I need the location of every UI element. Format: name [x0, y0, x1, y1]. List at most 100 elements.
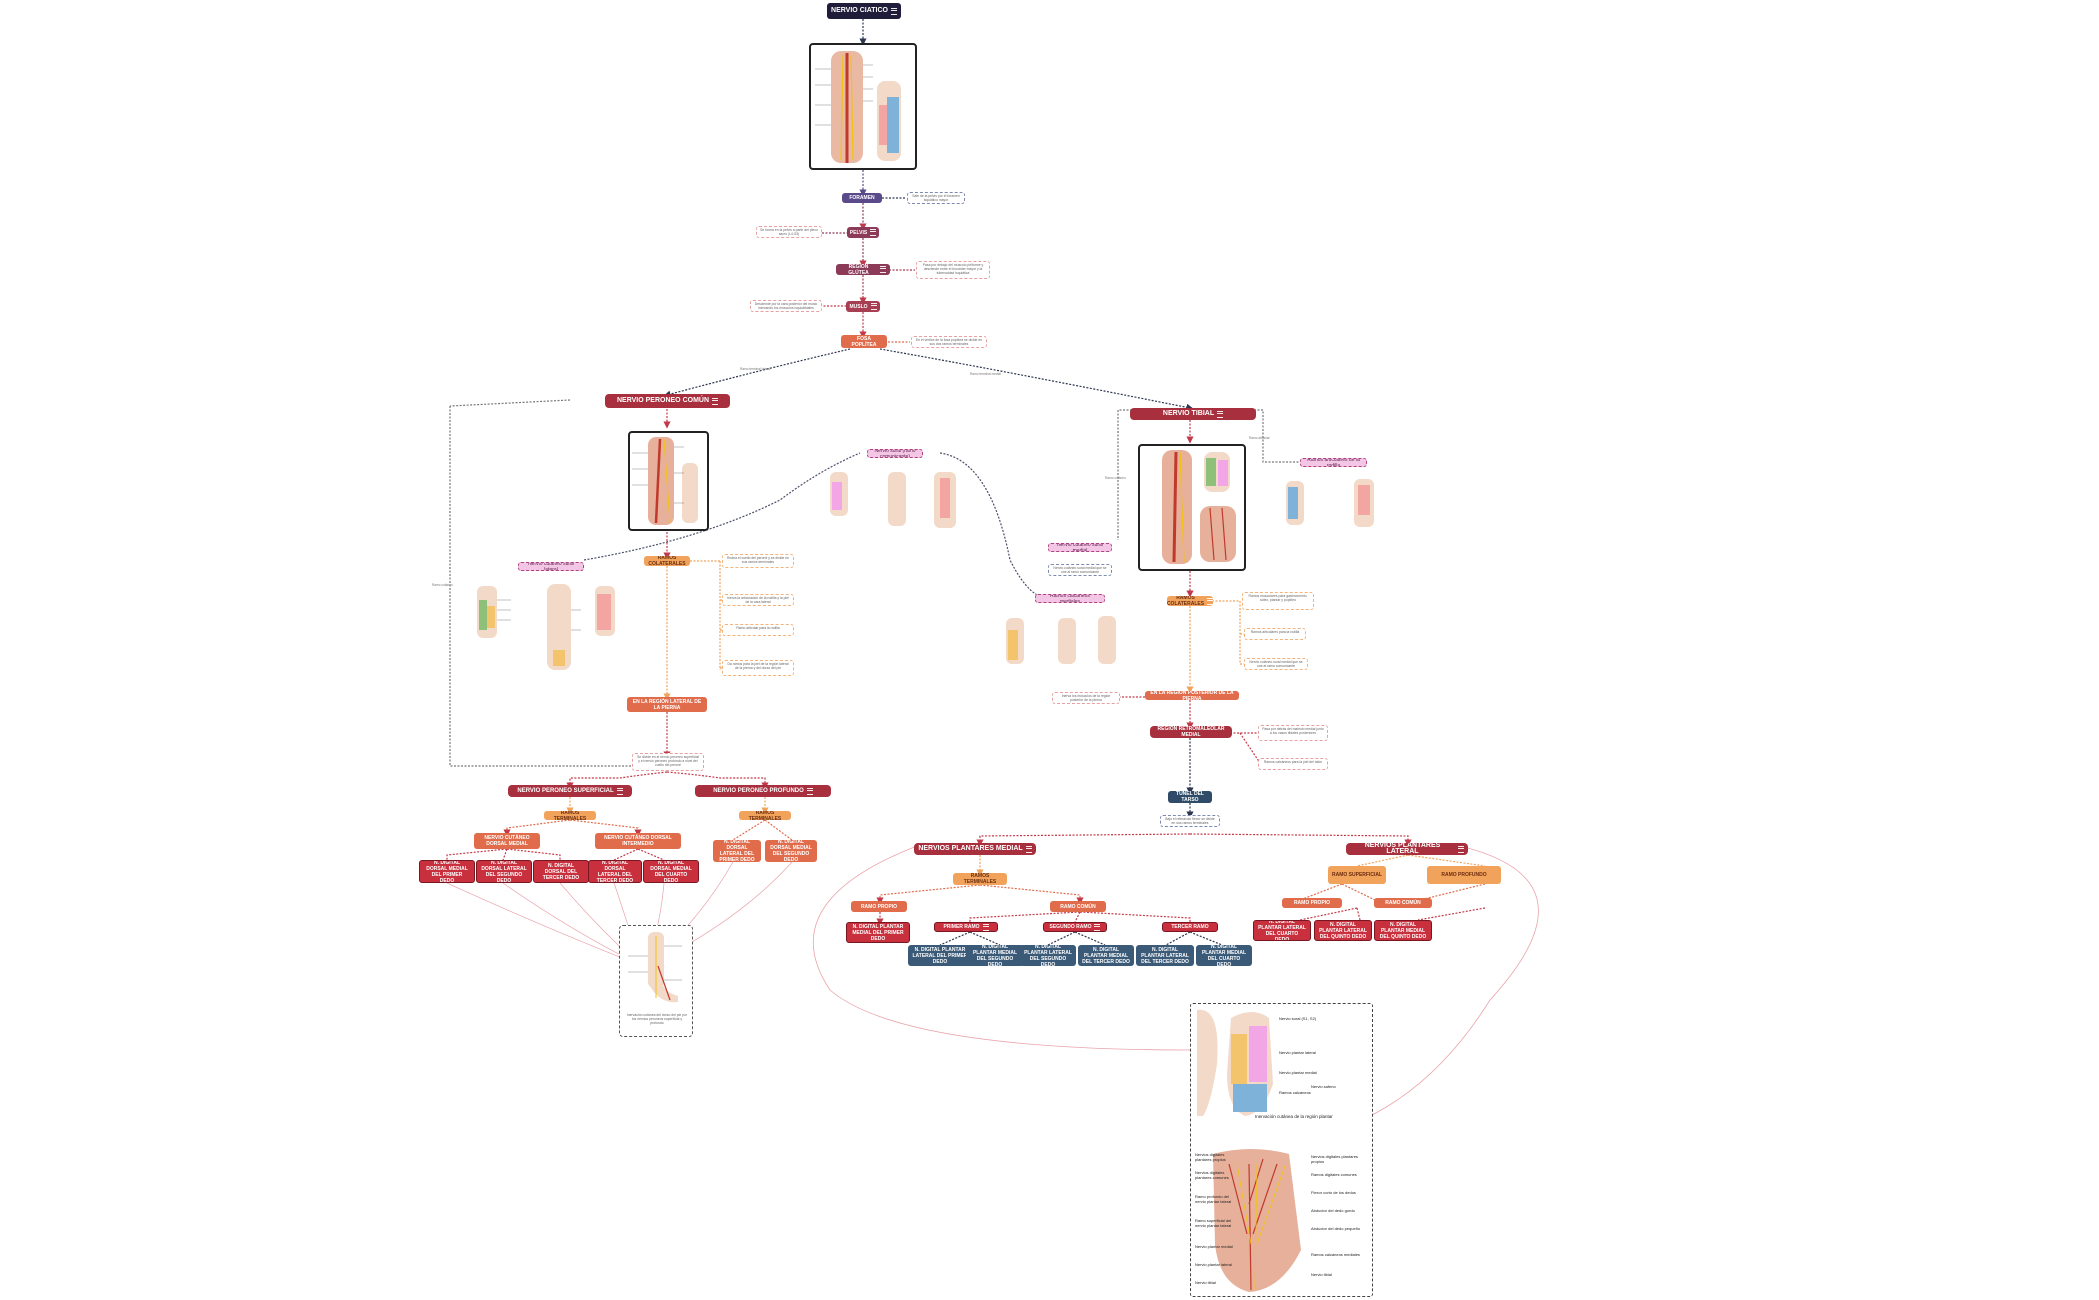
plantar-label-top-4: Ramos calcáneos [1279, 1090, 1311, 1095]
medial-dorsal-label: NERVIO CUTÁNEO DORSAL MEDIAL [484, 835, 530, 847]
first-common-node[interactable]: PRIMER RAMO [934, 922, 998, 932]
tb-note-3: Nervio cutáneo sural medial que se une a… [1244, 658, 1308, 670]
plantar-medial-label: NERVIOS PLANTARES MEDIAL [918, 845, 1023, 852]
pm-terminal-node[interactable]: RAMOS TERMINALES [953, 873, 1007, 885]
plantar-label-right-2: Ramos digitales comunes [1311, 1172, 1357, 1177]
deep-peroneal-node[interactable]: NERVIO PERONEO PROFUNDO [695, 785, 831, 797]
tibial-anatomy-image [1138, 444, 1246, 571]
pm-common-label: RAMO COMÚN [1060, 903, 1096, 910]
medial-dorsal-node[interactable]: NERVIO CUTÁNEO DORSAL MEDIAL [474, 833, 540, 849]
pl-superficial-node[interactable]: RAMO SUPERFICIAL [1328, 866, 1386, 884]
cp-note-4: Da ramos para la piel de la región later… [722, 660, 794, 676]
tb-collateral-label: RAMOS COLATERALES [1167, 596, 1205, 606]
cp-lateral-region-node[interactable]: EN LA REGIÓN LATERAL DE LA PIERNA [627, 697, 707, 712]
plantar-digital-label: N. DIGITAL PLANTAR LATERAL DEL TERCER DE… [1141, 946, 1189, 965]
pelvis-node[interactable]: PELVIS [847, 227, 879, 238]
cp-lateral-region-label: EN LA REGIÓN LATERAL DE LA PIERNA [632, 698, 702, 711]
pm-digital-6[interactable]: N. DIGITAL PLANTAR MEDIAL DEL CUARTO DED… [1196, 945, 1252, 966]
third-common-label: TERCER RAMO [1171, 924, 1209, 930]
common-peroneal-label: NERVIO PERONEO COMÚN [616, 397, 710, 404]
tb-posterior-region-node[interactable]: EN LA REGIÓN POSTERIOR DE LA PIERNA [1145, 691, 1239, 700]
dorsal-digital-label: N. DIGITAL DORSAL LATERAL DEL TERCER DED… [596, 860, 634, 883]
root-node-sciatic[interactable]: NERVIO CIATICO [827, 3, 901, 19]
deep-digital-2[interactable]: N. DIGITAL DORSAL MEDIAL DEL SEGUNDO DED… [765, 840, 817, 862]
deep-terminal-node[interactable]: RAMOS TERMINALES [739, 811, 791, 820]
cp-cutaneous-label: Nervio cutáneo sural lateral [528, 562, 574, 571]
tb-right-figure [1282, 475, 1382, 531]
retromaleolar-label: REGIÓN RETROMALEOLAR MEDIAL [1157, 726, 1225, 738]
edge-label-right: Ramo terminal medial [970, 372, 1002, 376]
deep-digital-1[interactable]: N. DIGITAL DORSAL LATERAL DEL PRIMER DED… [713, 840, 761, 862]
common-peroneal-node[interactable]: NERVIO PERONEO COMÚN [605, 394, 730, 408]
pl-digital-3[interactable]: N. DIGITAL PLANTAR MEDIAL DEL QUINTO DED… [1374, 920, 1432, 941]
note-icon [1217, 410, 1224, 418]
cp-note-2: Inerva la articulación de la rodilla y l… [722, 594, 794, 606]
plantar-lateral-node[interactable]: NERVIOS PLANTARES LATERAL [1346, 843, 1468, 855]
popliteal-label: FOSA POPLÍTEA [851, 335, 877, 348]
dorsal-digital-5[interactable]: N. DIGITAL DORSAL MEDIAL DEL CUARTO DEDO [643, 860, 699, 883]
pl-common-node[interactable]: RAMO COMÚN [1374, 898, 1432, 908]
pelvis-note: Se forma en la pelvis a partir del plexo… [756, 226, 822, 238]
tb-sural-pink-node[interactable]: Nervio cutáneo sural medial [1048, 543, 1112, 552]
cp-collateral-node[interactable]: RAMOS COLATERALES [644, 556, 690, 566]
dorsal-digital-label: N. DIGITAL DORSAL MEDIAL DEL CUARTO DEDO [650, 860, 692, 883]
pm-digital-4[interactable]: N. DIGITAL PLANTAR MEDIAL DEL TERCER DED… [1078, 945, 1134, 966]
tb-sural-label: Nervio cutáneo sural medial [1057, 543, 1103, 552]
tb-calcaneal-pink-node[interactable]: Ramos calcáneos mediales [1035, 594, 1105, 603]
tarsal-tunnel-node[interactable]: TÚNEL DEL TARSO [1168, 791, 1212, 803]
note-icon [870, 303, 877, 310]
third-common-node[interactable]: TERCER RAMO [1162, 922, 1218, 932]
gluteus-node[interactable]: REGIÓN GLÚTEA [836, 264, 890, 275]
pl-common-label: RAMO COMÚN [1385, 900, 1421, 906]
pl-proper-node[interactable]: RAMO PROPIO [1282, 898, 1342, 908]
plantar-illustration [1197, 1009, 1301, 1292]
note-icon [870, 229, 877, 236]
dorsal-digital-label: N. DIGITAL DORSAL LATERAL DEL SEGUNDO DE… [481, 860, 527, 883]
dorsal-digital-2[interactable]: N. DIGITAL DORSAL LATERAL DEL SEGUNDO DE… [476, 860, 532, 883]
tibial-illustration [1162, 450, 1236, 564]
plantar-medial-node[interactable]: NERVIOS PLANTARES MEDIAL [914, 843, 1036, 855]
pm-digital-2[interactable]: N. DIGITAL PLANTAR MEDIAL DEL SEGUNDO DE… [966, 945, 1024, 966]
second-common-node[interactable]: SEGUNDO RAMO [1043, 922, 1107, 932]
common-peroneal-image [628, 431, 709, 531]
thigh-label: MUSLO [849, 303, 868, 310]
retromaleolar-node[interactable]: REGIÓN RETROMALEOLAR MEDIAL [1150, 726, 1232, 738]
plantar-label-right-7: Nervio tibial [1311, 1272, 1332, 1277]
superficial-peroneal-node[interactable]: NERVIO PERONEO SUPERFICIAL [508, 785, 632, 797]
tb-left-note: Inerva los músculos de la región posteri… [1052, 692, 1120, 704]
sup-terminal-node[interactable]: RAMOS TERMINALES [544, 811, 596, 820]
pm-digital-proper[interactable]: N. DIGITAL PLANTAR MEDIAL DEL PRIMER DED… [846, 922, 910, 943]
thigh-node[interactable]: MUSLO [846, 301, 880, 312]
foramen-note: Sale de la pelvis por el foramen isquiát… [907, 192, 965, 204]
cp-cutaneous-pink-node[interactable]: Nervio cutáneo sural lateral [518, 562, 584, 571]
dorsal-digital-4[interactable]: N. DIGITAL DORSAL LATERAL DEL TERCER DED… [588, 860, 642, 883]
edge-popliteal-tb [879, 348, 1194, 411]
foramen-node[interactable]: FORAMEN [842, 193, 882, 203]
tb-right-pink-node[interactable]: Ramos articulares de la rodilla [1300, 458, 1367, 467]
dorsal-digital-3[interactable]: N. DIGITAL DORSAL DEL TERCER DEDO [533, 860, 589, 883]
tb-calcaneal-label: Ramos calcáneos mediales [1050, 594, 1090, 603]
plantar-label-left-6: Nervio plantar lateral [1195, 1262, 1232, 1267]
tb-right-pink-label: Ramos articulares de la rodilla [1307, 458, 1360, 467]
intermediate-dorsal-label: NERVIO CUTÁNEO DORSAL INTERMEDIO [604, 835, 672, 847]
pm-proper-node[interactable]: RAMO PROPIO [851, 901, 907, 912]
tibial-node[interactable]: NERVIO TIBIAL [1130, 408, 1256, 420]
intermediate-dorsal-node[interactable]: NERVIO CUTÁNEO DORSAL INTERMEDIO [595, 833, 681, 849]
popliteal-node[interactable]: FOSA POPLÍTEA [841, 335, 887, 348]
sural-pink-node[interactable]: Nervio sural (ramo comunicante) [867, 449, 923, 458]
dorsal-digital-1[interactable]: N. DIGITAL DORSAL MEDIAL DEL PRIMER DEDO [419, 860, 475, 883]
pl-deep-node[interactable]: RAMO PROFUNDO [1427, 866, 1501, 884]
pl-digital-2[interactable]: N. DIGITAL PLANTAR LATERAL DEL QUINTO DE… [1314, 920, 1372, 941]
plantar-label-left-1: Nervios digitales plantares propios [1195, 1152, 1226, 1162]
pm-digital-3[interactable]: N. DIGITAL PLANTAR LATERAL DEL SEGUNDO D… [1020, 945, 1076, 966]
note-icon [806, 787, 813, 795]
pl-digital-1[interactable]: N. DIGITAL PLANTAR LATERAL DEL CUARTO DE… [1253, 920, 1311, 941]
pm-common-node[interactable]: RAMO COMÚN [1050, 901, 1106, 912]
tb-collateral-node[interactable]: RAMOS COLATERALES [1167, 596, 1213, 606]
sural-label: Nervio sural (ramo comunicante) [874, 449, 916, 458]
pm-digital-5[interactable]: N. DIGITAL PLANTAR LATERAL DEL TERCER DE… [1136, 945, 1194, 966]
pm-digital-1[interactable]: N. DIGITAL PLANTAR LATERAL DEL PRIMER DE… [908, 945, 972, 966]
second-common-label: SEGUNDO RAMO [1049, 924, 1092, 930]
plantar-lateral-label: NERVIOS PLANTARES LATERAL [1364, 843, 1441, 855]
